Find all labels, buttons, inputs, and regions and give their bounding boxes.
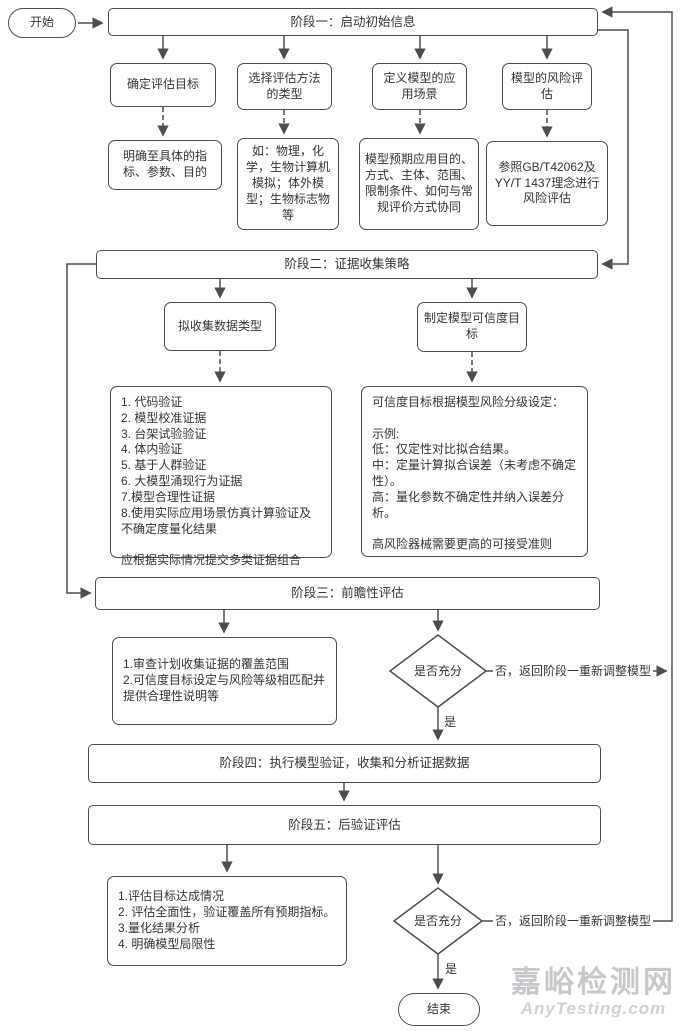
- decision2-no-label: 否，返回阶段一重新调整模型: [493, 914, 654, 929]
- phase2-header: 阶段二：证据收集策略: [96, 250, 598, 279]
- decision2-label: 是否充分: [413, 914, 462, 928]
- decision1-yes-label: 是: [442, 715, 459, 730]
- decision1-label: 是否充分: [413, 664, 462, 678]
- phase4-header: 阶段四：执行模型验证，收集和分析证据数据: [88, 744, 601, 783]
- decision2-yes-label: 是: [443, 962, 460, 977]
- phase5-review-box: 1.评估目标达成情况 2. 评估全面性，验证覆盖所有预期指标。 3.量化结果分析…: [107, 876, 347, 966]
- phase1-step-risk: 模型的风险评估: [502, 63, 592, 110]
- phase2-evidence-list: 1. 代码验证 2. 模型校准证据 3. 台架试验验证 4. 体内验证 5. 基…: [110, 386, 332, 567]
- watermark-subtitle: AnyTesting.com: [520, 999, 667, 1018]
- start-node: 开始: [8, 8, 76, 38]
- phase3-header: 阶段三：前瞻性评估: [95, 577, 600, 610]
- phase1-step-method: 选择评估方法的类型: [237, 63, 332, 110]
- phase2-credibility-detail: 可信度目标根据模型风险分级设定： 示例: 低：仅定性对比拟合结果。 中：定量计算…: [361, 386, 588, 557]
- phase1-header: 阶段一：启动初始信息: [108, 8, 598, 36]
- phase5-header: 阶段五：后验证评估: [88, 805, 601, 845]
- phase2-step-data-types: 拟收集数据类型: [164, 302, 276, 351]
- phase1-detail-scenario: 模型预期应用目的、方式、主体、范围、限制条件、如何与常规评价方式协同: [359, 138, 479, 230]
- phase1-detail-method: 如：物理，化学，生物计算机模拟；体外模型；生物标志物等: [237, 138, 339, 230]
- phase1-detail-risk: 参照GB/T42062及YY/T 1437理念进行风险评估: [486, 141, 608, 226]
- phase2-step-credibility-goal: 制定模型可信度目标: [417, 302, 527, 352]
- end-node: 结束: [398, 993, 480, 1026]
- watermark-title: 嘉峪检测网: [511, 966, 676, 999]
- watermark: 嘉峪检测网 AnyTesting.com: [511, 966, 676, 1019]
- phase1-step-scenario: 定义模型的应用场景: [372, 63, 467, 110]
- phase3-review-box: 1.审查计划收集证据的覆盖范围 2.可信度目标设定与风险等级相匹配并提供合理性说…: [112, 637, 337, 725]
- phase1-detail-goal: 明确至具体的指标、参数、目的: [108, 140, 222, 190]
- decision1-no-label: 否，返回阶段一重新调整模型: [493, 664, 654, 679]
- phase1-step-goal: 确定评估目标: [110, 63, 216, 107]
